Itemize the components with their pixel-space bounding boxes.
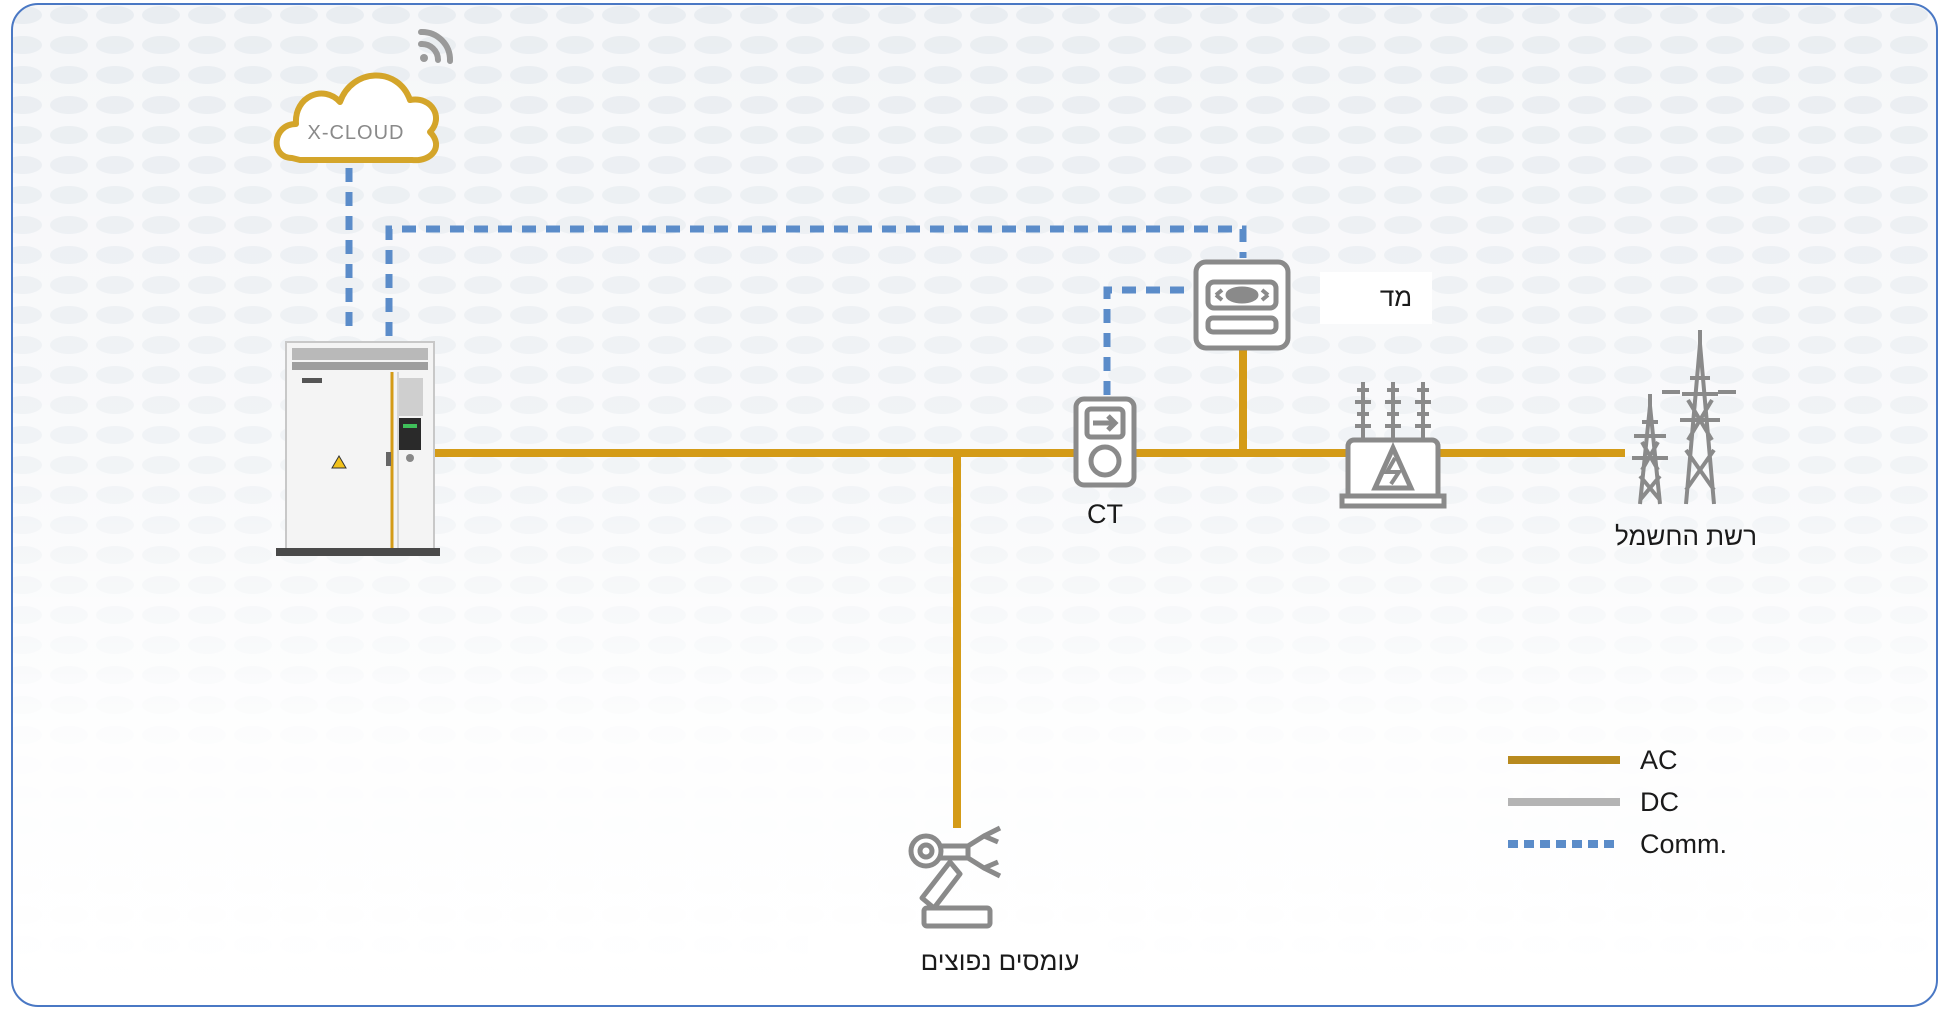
cloud-label: X-CLOUD [307, 122, 404, 144]
legend: AC DC Comm. [1508, 745, 1727, 859]
x-cloud-icon: X-CLOUD [273, 72, 439, 164]
meter-label-bg [1320, 272, 1432, 324]
battery-cabinet-icon [276, 341, 440, 556]
legend-dc-label: DC [1640, 787, 1679, 817]
ac-lines [432, 350, 1625, 828]
wifi-icon [418, 29, 453, 64]
ct-label: CT [1087, 499, 1123, 529]
ct-sensor-icon [1073, 396, 1137, 488]
legend-comm-label: Comm. [1640, 829, 1727, 859]
frame-border [11, 3, 1938, 1007]
meter-icon [1193, 259, 1291, 351]
loads-label-bg [808, 936, 1106, 994]
transformer-icon [1339, 382, 1447, 509]
comm-lines [345, 168, 1247, 395]
meter-label: מד [1380, 282, 1412, 312]
legend-ac-label: AC [1640, 745, 1678, 775]
robot-arm-icon [908, 825, 1002, 929]
grid-label: רשת החשמל [1615, 521, 1757, 551]
loads-label: עומסים נפוצים [921, 946, 1080, 976]
grid-towers-icon [1632, 330, 1736, 505]
